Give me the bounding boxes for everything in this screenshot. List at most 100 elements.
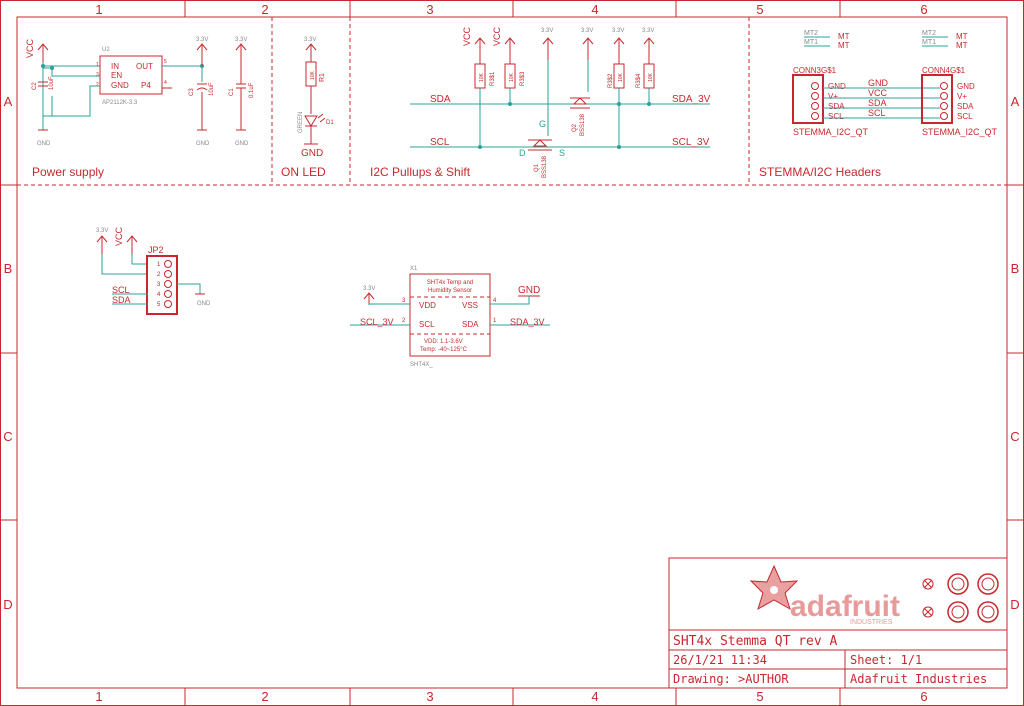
led-color: GREEN — [298, 112, 304, 133]
jp2-pin: 3 — [157, 282, 161, 288]
power-supply-block: VCC C2 10uF GND U2 IN EN GND OUT P4 AP21… — [25, 37, 255, 147]
adafruit-logo: adafruit INDUSTRIES — [749, 564, 900, 626]
scl3v-net-label: SCL_3V — [672, 137, 710, 148]
v33-label: 3.3V — [235, 37, 247, 43]
sensor-gnd: GND — [518, 285, 540, 296]
x1-ref: X1 — [410, 266, 418, 272]
c3-value: 10uF — [209, 82, 215, 96]
sensor-pin-number: 3 — [402, 298, 406, 304]
sda3v-net-label: SDA_3V — [672, 94, 711, 105]
row-label: A — [4, 94, 13, 109]
c1-ref: C1 — [229, 88, 235, 96]
r3b2-ref: R3$2 — [608, 73, 614, 88]
sensor-pin-number: 4 — [493, 298, 497, 304]
sensor-title-1: SHT4x Temp and — [427, 280, 473, 286]
sensor-pin-number: 2 — [402, 318, 406, 324]
conn3-pin: SCL — [828, 112, 844, 121]
q2-part: BSS138 — [580, 113, 586, 136]
sensor-vss: VSS — [462, 301, 478, 310]
u2-pin-number: 3 — [96, 72, 99, 78]
r3b3-ref: R3$3 — [520, 71, 526, 86]
r1-ref: R1 — [319, 73, 326, 82]
section-title-i2c: I2C Pullups & Shift — [370, 165, 471, 179]
mounting-holes — [922, 573, 999, 623]
jp2-pin: 4 — [157, 292, 161, 298]
jp2-pin: 2 — [157, 272, 161, 278]
sensor-scl-net: SCL_3V — [360, 317, 394, 327]
mt-label: MT — [838, 41, 850, 50]
conn3-pin: GND — [828, 82, 846, 91]
q1-source-label: S — [559, 148, 565, 158]
row-label: B — [4, 261, 13, 276]
vcc-label: VCC — [492, 26, 502, 46]
jp2-pin: 5 — [157, 302, 161, 308]
logo-text: adafruit — [790, 590, 900, 623]
u2-pin-out: OUT — [136, 62, 153, 71]
v33-label: 3.3V — [642, 28, 654, 34]
col-label: 4 — [591, 689, 598, 704]
logo-subtext: INDUSTRIES — [850, 619, 893, 626]
r3b4-ref: R3$4 — [636, 73, 642, 88]
sensor-sda-net: SDA_3V — [510, 317, 545, 327]
on-led-block: 3.3V 10K R1 GREEN D1 GND — [298, 37, 334, 159]
v33-label: 3.3V — [612, 28, 624, 34]
section-title-led: ON LED — [281, 165, 326, 179]
v33-label: 3.3V — [541, 28, 553, 34]
section-title-power: Power supply — [32, 165, 104, 179]
jp2-sda: SDA — [112, 295, 131, 305]
r3b4-value: 10K — [648, 72, 654, 82]
row-label: C — [3, 429, 12, 444]
c2-ref: C2 — [32, 82, 38, 90]
row-label: C — [1010, 429, 1019, 444]
mt2-label: MT2 — [922, 30, 936, 37]
u2-pin-gnd: GND — [111, 81, 129, 90]
gnd-label: GND — [37, 141, 51, 147]
row-label: D — [3, 597, 12, 612]
r3b1-value: 10K — [479, 72, 485, 82]
scl-net-label: SCL — [430, 137, 450, 148]
section-boxes — [17, 17, 1007, 186]
u2-pin-in: IN — [111, 62, 119, 71]
conn4-ref: CONN4G$1 — [922, 66, 966, 75]
sensor-sda: SDA — [462, 320, 479, 329]
row-label: D — [1010, 597, 1019, 612]
mt-label: MT — [956, 32, 968, 41]
r3b1-ref: R3$1 — [490, 71, 496, 86]
sheet-number: Sheet: 1/1 — [850, 653, 922, 667]
col-label: 6 — [920, 689, 927, 704]
u2-pin-en: EN — [111, 71, 122, 80]
u2-pin-number: 1 — [96, 62, 99, 68]
jp2-gnd: GND — [197, 301, 211, 307]
c2-value: 10uF — [49, 76, 55, 90]
u2-pin-number: 2 — [96, 82, 99, 88]
q1-ref: Q1 — [534, 163, 540, 172]
u2-ref: U2 — [102, 47, 110, 53]
drawing-date: 26/1/21 11:34 — [673, 653, 767, 667]
col-label: 6 — [920, 2, 927, 17]
company-name: Adafruit Industries — [850, 672, 987, 686]
mt-label: MT — [838, 32, 850, 41]
gnd-label: GND — [235, 141, 249, 147]
col-label: 2 — [261, 689, 268, 704]
sensor-spec-2: Temp: -40~125°C — [420, 347, 468, 353]
conn3-pin: SDA — [828, 102, 845, 111]
i2c-shift-block: SDA SCL SDA_3V SCL_3V VCC 10K R3$1 VCC 1… — [410, 26, 711, 178]
r3b3-value: 10K — [509, 72, 515, 82]
col-label: 3 — [426, 689, 433, 704]
title-block: adafruit INDUSTRIES SHT4x Stemma QT rev … — [668, 557, 1008, 689]
stemma-net: SCL — [868, 108, 886, 118]
col-label: 4 — [591, 2, 598, 17]
q2-ref: Q2 — [572, 123, 578, 132]
stemma-net: VCC — [868, 88, 888, 98]
jp2-v33: 3.3V — [96, 228, 108, 234]
col-label: 1 — [95, 2, 102, 17]
sensor-pin-number: 1 — [493, 318, 497, 324]
v33-label: 3.3V — [581, 28, 593, 34]
sht4x-block: X1 SHT4x Temp and Humidity Sensor VDD VS… — [350, 266, 550, 368]
gnd-label: GND — [196, 141, 210, 147]
c3-ref: C3 — [189, 88, 195, 96]
sensor-title-2: Humidity Sensor — [428, 288, 472, 294]
col-label: 1 — [95, 689, 102, 704]
r1-value: 10K — [310, 70, 316, 80]
col-label: 5 — [756, 2, 763, 17]
